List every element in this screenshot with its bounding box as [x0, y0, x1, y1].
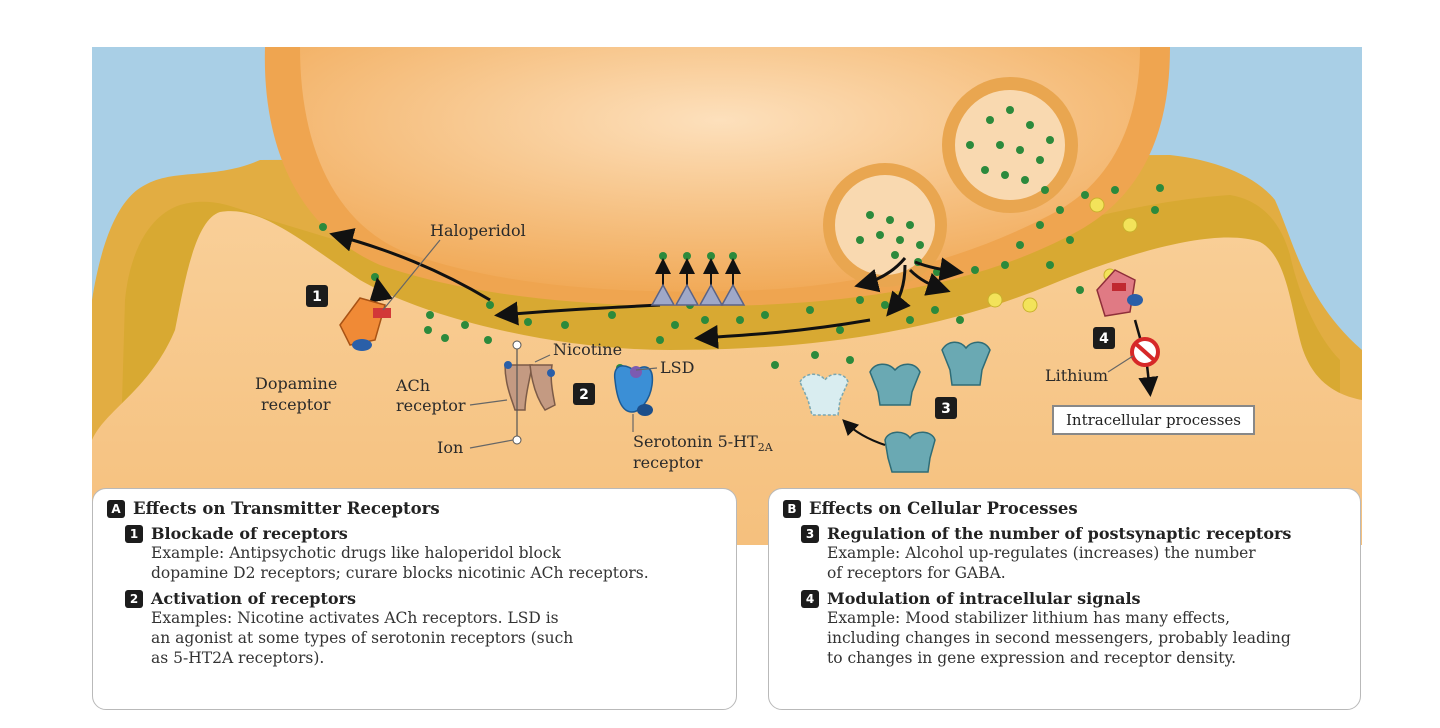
panel-a-item-1-number: 1 — [125, 524, 143, 543]
serotonin-receptor-label-2: receptor — [633, 453, 703, 472]
panel-a-item-2-line-3: as 5-HT2A receptors). — [151, 649, 325, 667]
panel-a-item-2-title: Activation of receptors — [151, 589, 356, 608]
panel-b-header: B Effects on Cellular Processes — [783, 499, 1348, 518]
panel-a-item-2-line-1: Examples: Nicotine activates ACh recepto… — [151, 609, 559, 627]
postsynaptic-cell — [92, 211, 1362, 546]
ion-label: Ion — [437, 438, 463, 457]
marker-1: 1 — [306, 285, 328, 307]
panel-a-item-1-line-1: Example: Antipsychotic drugs like halope… — [151, 544, 561, 562]
lsd-label: LSD — [660, 358, 694, 377]
nicotine-label: Nicotine — [553, 340, 622, 359]
svg-text:4: 4 — [1099, 331, 1109, 347]
panel-b-item-4-line-3: to changes in gene expression and recept… — [827, 649, 1237, 667]
panel-b-item-4-title: Modulation of intracellular signals — [827, 589, 1141, 608]
panel-cellular-processes: B Effects on Cellular Processes 3 Regula… — [768, 488, 1361, 710]
svg-text:2: 2 — [579, 387, 589, 403]
panel-a-item-2-body: Examples: Nicotine activates ACh recepto… — [151, 608, 724, 668]
panel-a-item-1-heading: 1 Blockade of receptors — [125, 524, 724, 543]
panel-a-item-1-body: Example: Antipsychotic drugs like halope… — [151, 543, 724, 583]
dopamine-receptor-label-2: receptor — [261, 395, 331, 414]
svg-text:1: 1 — [312, 289, 322, 305]
vesicle-small — [823, 163, 947, 287]
panel-b-badge: B — [783, 499, 801, 518]
panel-b-item-3-line-1: Example: Alcohol up-regulates (increases… — [827, 544, 1256, 562]
ach-receptor-label-2: receptor — [396, 396, 466, 415]
panel-a-item-2-heading: 2 Activation of receptors — [125, 589, 724, 608]
serotonin-receptor-label: Serotonin 5-HT2A — [633, 432, 774, 454]
panel-a-item-2-number: 2 — [125, 589, 143, 608]
panel-b-item-3-body: Example: Alcohol up-regulates (increases… — [827, 543, 1348, 583]
panel-b-item-4-body: Example: Mood stabilizer lithium has man… — [827, 608, 1348, 668]
gaba-receptors — [799, 341, 991, 473]
vesicle-large — [942, 77, 1078, 213]
panel-transmitter-receptors: A Effects on Transmitter Receptors 1 Blo… — [92, 488, 737, 710]
panel-a-item-1-line-2: dopamine D2 receptors; curare blocks nic… — [151, 564, 649, 582]
svg-text:3: 3 — [941, 401, 951, 417]
lithium-target-receptor — [1096, 269, 1160, 397]
marker-3: 3 — [935, 397, 957, 419]
marker-4: 4 — [1093, 327, 1115, 349]
dopamine-receptor — [339, 297, 391, 351]
haloperidol-leader — [382, 239, 441, 311]
panel-b-item-4-number: 4 — [801, 589, 819, 608]
panel-b-item-4-line-1: Example: Mood stabilizer lithium has man… — [827, 609, 1231, 627]
panel-a-item-1-title: Blockade of receptors — [151, 524, 348, 543]
haloperidol-label: Haloperidol — [430, 221, 526, 240]
panel-b-item-3-number: 3 — [801, 524, 819, 543]
ach-receptor-label: ACh — [395, 376, 430, 395]
panel-a-title: Effects on Transmitter Receptors — [133, 499, 440, 518]
panel-b-item-4-line-2: including changes in second messengers, … — [827, 629, 1291, 647]
ach-receptor — [504, 340, 556, 445]
intracellular-processes-box: Intracellular processes — [1052, 405, 1255, 435]
panel-b-item-3-line-2: of receptors for GABA. — [827, 564, 1006, 582]
marker-2: 2 — [573, 383, 595, 405]
panel-b-title: Effects on Cellular Processes — [809, 499, 1078, 518]
transport-arrows — [329, 228, 964, 349]
serotonin-receptor — [614, 365, 658, 432]
neurotransmitter-dots — [319, 106, 1164, 372]
dopamine-receptor-label: Dopamine — [255, 374, 337, 393]
autoreceptor-cluster — [650, 258, 746, 306]
panel-b-item-3-title: Regulation of the number of postsynaptic… — [827, 524, 1292, 543]
panel-a-item-2-line-2: an agonist at some types of serotonin re… — [151, 629, 574, 647]
panel-a-header: A Effects on Transmitter Receptors — [107, 499, 724, 518]
panel-b-item-4-heading: 4 Modulation of intracellular signals — [801, 589, 1348, 608]
lithium-label: Lithium — [1045, 366, 1108, 385]
panel-b-item-3-heading: 3 Regulation of the number of postsynapt… — [801, 524, 1348, 543]
panel-a-badge: A — [107, 499, 125, 518]
